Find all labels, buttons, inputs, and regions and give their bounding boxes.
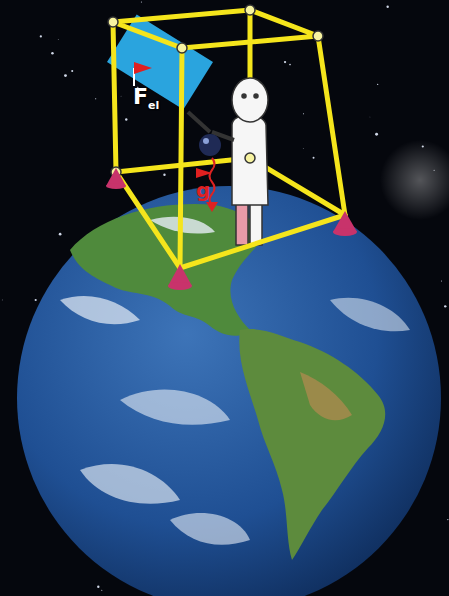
star [303, 113, 304, 114]
star [163, 174, 165, 176]
star [377, 84, 378, 85]
star [375, 133, 378, 136]
star [95, 98, 96, 99]
cloud-swirl [170, 513, 250, 545]
star [120, 95, 122, 97]
support-cones [106, 168, 357, 290]
star [313, 157, 315, 159]
star [386, 6, 388, 8]
cloud [60, 296, 140, 324]
cloud [80, 464, 180, 504]
cube-joints [108, 5, 323, 177]
star [369, 116, 371, 118]
star [71, 70, 73, 72]
south-america [239, 329, 385, 560]
force-device [107, 14, 213, 109]
star [35, 299, 37, 301]
cube-frame [113, 10, 345, 268]
star [302, 148, 304, 150]
ball [199, 134, 221, 156]
star-glow [380, 140, 449, 220]
star [444, 305, 446, 307]
star [51, 52, 54, 55]
star [64, 74, 67, 77]
nozzle [188, 112, 210, 132]
star [1, 299, 3, 301]
force-subscript: el [148, 100, 159, 111]
ball-highlight [203, 138, 209, 144]
cloud [120, 390, 230, 425]
force-vector-head [134, 62, 152, 74]
desert [300, 372, 352, 420]
earth [17, 186, 441, 596]
star [141, 2, 142, 3]
gravity-symbol: g [196, 180, 210, 200]
earth-ocean [17, 186, 441, 596]
g-vector-head [196, 168, 212, 178]
star [284, 61, 286, 63]
star [289, 64, 291, 66]
star [125, 118, 127, 120]
star [57, 38, 59, 40]
star [447, 519, 448, 520]
person [212, 78, 268, 245]
star [59, 233, 62, 236]
star [101, 590, 102, 591]
force-symbol: F [133, 86, 148, 108]
cloud [330, 298, 410, 332]
star [441, 281, 442, 282]
star [40, 35, 42, 37]
star [97, 586, 99, 588]
gravity-arrowhead [206, 202, 218, 212]
